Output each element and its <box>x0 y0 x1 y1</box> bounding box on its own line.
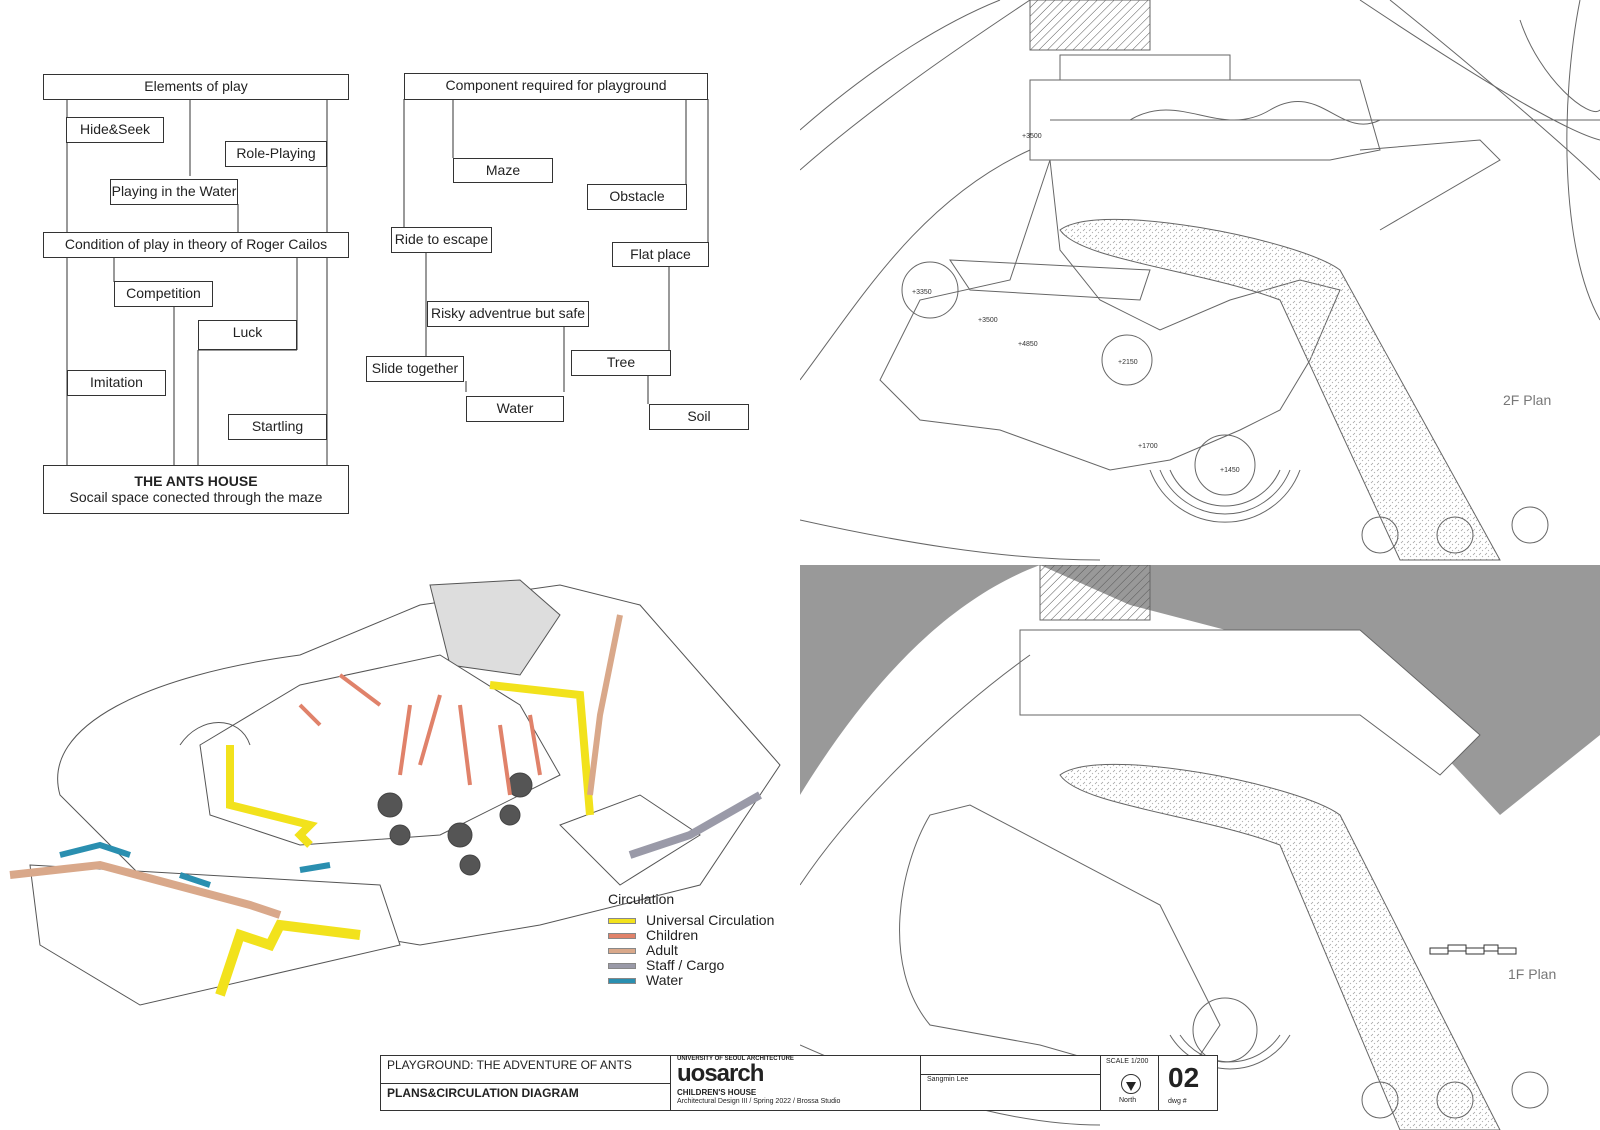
ants-house-subtitle: Socail space conected through the maze <box>69 489 323 505</box>
author-name: Sangmin Lee <box>927 1076 969 1083</box>
legend-item-adult: Adult <box>608 943 774 958</box>
adult-swatch <box>608 948 636 955</box>
condition-luck: Luck <box>198 320 297 350</box>
north-label: North <box>1119 1097 1137 1104</box>
tb-divider <box>381 1083 671 1084</box>
component-slide-together: Slide together <box>366 356 464 382</box>
project-title: PLAYGROUND: THE ADVENTURE OF ANTS <box>387 1058 632 1072</box>
tb-scale-cell <box>1101 1056 1159 1110</box>
tb-author-divider <box>921 1074 1101 1075</box>
element-hide-seek: Hide&Seek <box>66 117 164 143</box>
north-arrow-icon <box>1121 1074 1141 1094</box>
children-swatch <box>608 933 636 940</box>
element-role-playing: Role-Playing <box>225 141 327 167</box>
level-3500-b: +3500 <box>978 317 998 324</box>
legend-item-water: Water <box>608 973 774 988</box>
level-2150: +2150 <box>1118 359 1138 366</box>
element-playing-water: Playing in the Water <box>110 179 238 205</box>
component-risky-adventure: Risky adventrue but safe <box>427 301 589 327</box>
condition-competition: Competition <box>114 281 213 307</box>
component-ride-escape: Ride to escape <box>391 227 492 253</box>
component-maze: Maze <box>453 158 553 183</box>
tb-author-cell <box>921 1056 1101 1110</box>
component-soil: Soil <box>649 404 749 430</box>
building-name: CHILDREN'S HOUSE <box>677 1088 757 1097</box>
ants-house-title: THE ANTS HOUSE <box>134 473 258 489</box>
ants-house-box: THE ANTS HOUSE Socail space conected thr… <box>43 465 349 514</box>
condition-header: Condition of play in theory of Roger Cai… <box>43 232 349 258</box>
legend-title: Circulation <box>608 891 675 907</box>
condition-startling: Startling <box>228 414 327 440</box>
play-diagram-connectors <box>66 99 709 465</box>
scale-text: SCALE 1/200 <box>1106 1058 1149 1065</box>
plan-1f-label: 1F Plan <box>1508 966 1557 982</box>
logo-sub: UNIVERSITY OF SEOUL ARCHITECTURE <box>677 1056 794 1062</box>
circulation-legend: Circulation Universal Circulation Childr… <box>608 891 774 988</box>
legend-item-universal: Universal Circulation <box>608 913 774 928</box>
universal-swatch <box>608 918 636 925</box>
component-flat-place: Flat place <box>612 242 709 267</box>
drawing-label: dwg # <box>1168 1098 1187 1105</box>
water-swatch <box>608 978 636 985</box>
level-3500-a: +3500 <box>1022 133 1042 140</box>
elements-of-play-header: Elements of play <box>43 74 349 100</box>
sheet-title: PLANS&CIRCULATION DIAGRAM <box>387 1086 579 1100</box>
legend-item-children: Children <box>608 928 774 943</box>
components-header: Component required for playground <box>404 73 708 100</box>
plan-2f: +3500 +3350 +3500 +4850 +2150 +1700 +145… <box>800 0 1600 561</box>
plan-1f <box>800 565 1600 1130</box>
title-block: PLAYGROUND: THE ADVENTURE OF ANTS PLANS&… <box>380 1055 1218 1111</box>
level-1450: +1450 <box>1220 467 1240 474</box>
drawing-number: 02 <box>1168 1062 1200 1093</box>
level-3350: +3350 <box>912 289 932 296</box>
component-water: Water <box>466 396 564 422</box>
legend-item-staff: Staff / Cargo <box>608 958 774 973</box>
component-tree: Tree <box>571 350 671 376</box>
legend-items: Universal Circulation Children Adult Sta… <box>608 913 774 988</box>
condition-imitation: Imitation <box>67 370 166 396</box>
course-info: Architectural Design III / Spring 2022 /… <box>677 1098 841 1105</box>
level-1700: +1700 <box>1138 443 1158 450</box>
tb-logo-cell <box>671 1056 921 1110</box>
plan-2f-label: 2F Plan <box>1503 392 1552 408</box>
staff-swatch <box>608 963 636 970</box>
uosarch-logo: uosarch <box>677 1060 764 1087</box>
axonometric-circulation-diagram <box>9 579 781 1006</box>
component-obstacle: Obstacle <box>587 184 687 210</box>
level-4850: +4850 <box>1018 341 1038 348</box>
